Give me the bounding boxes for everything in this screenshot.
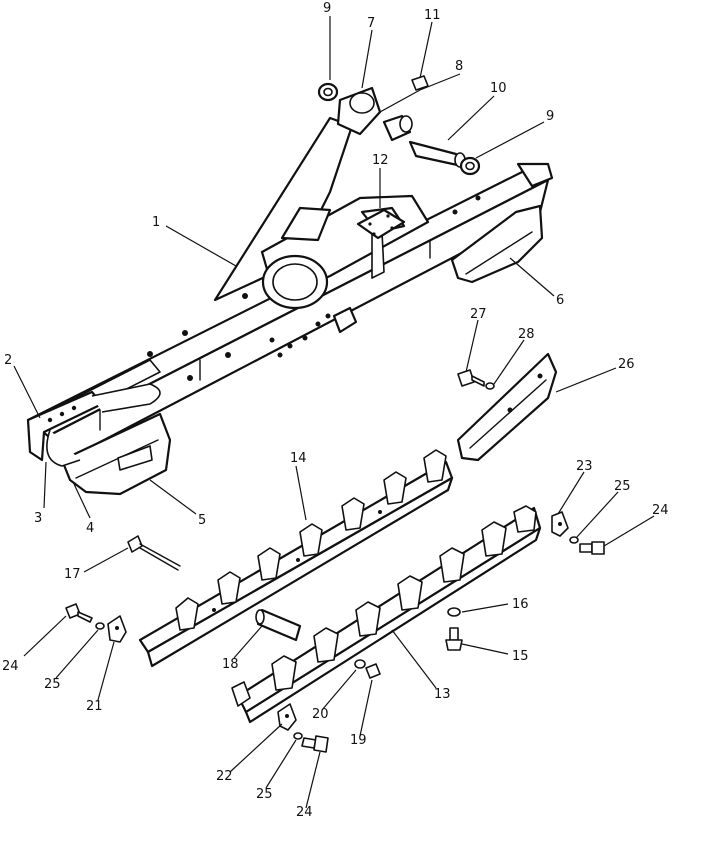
callout-17: 17 [64,567,81,582]
rear-guard-part-6 [450,204,544,284]
cover-plate-part-12 [356,208,406,240]
callout-21: 21 [86,699,103,714]
callout-25: 25 [256,787,273,802]
callout-13: 13 [434,687,451,702]
callout-27: 27 [470,307,487,322]
callout-8: 8 [455,59,463,74]
callout-28: 28 [518,327,535,342]
callout-7: 7 [367,16,375,31]
callout-25: 25 [44,677,61,692]
callout-14: 14 [290,451,307,466]
pivot-small-parts [317,75,481,176]
callout-labels: 9 7 11 8 10 9 12 1 6 2 27 28 26 3 4 5 14… [2,1,669,820]
fasteners [65,511,605,753]
callout-16: 16 [512,597,529,612]
front-guard-assembly [46,383,172,496]
guard-plate-part-26 [456,352,558,462]
callout-18: 18 [222,657,239,672]
callout-24: 24 [296,805,313,820]
callout-24: 24 [2,659,19,674]
callout-1: 1 [152,215,160,230]
callout-6: 6 [556,293,564,308]
callout-25: 25 [614,479,631,494]
callout-24: 24 [652,503,669,518]
callout-11: 11 [424,8,441,23]
callout-19: 19 [350,733,367,748]
callout-9: 9 [546,109,554,124]
callout-4: 4 [86,521,94,536]
track-guide-part-14 [127,449,454,668]
callout-3: 3 [34,511,42,526]
callout-15: 15 [512,649,529,664]
callout-23: 23 [576,459,593,474]
callout-5: 5 [198,513,206,528]
track-guide-part-13 [231,505,542,724]
callout-9: 9 [323,1,331,16]
callout-12: 12 [372,153,389,168]
callout-22: 22 [216,769,233,784]
callout-2: 2 [4,353,12,368]
callout-26: 26 [618,357,635,372]
callout-20: 20 [312,707,329,722]
callout-10: 10 [490,81,507,96]
leader-lines [13,16,655,809]
